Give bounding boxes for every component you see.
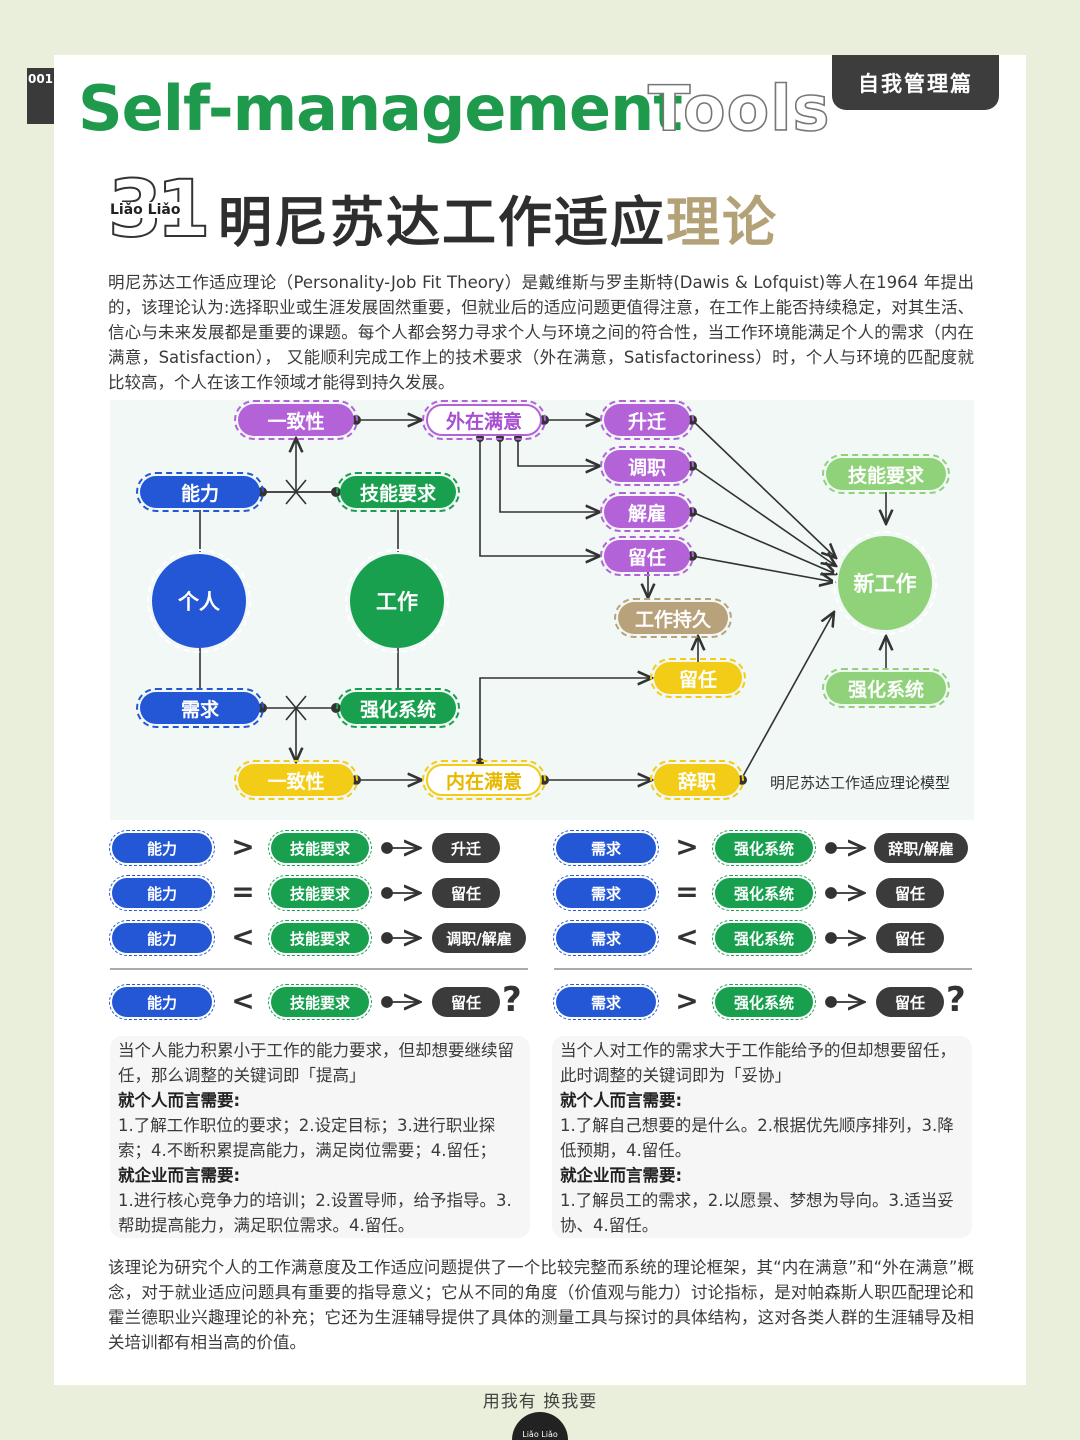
rule-left-2-a: 能力 bbox=[109, 875, 215, 911]
rule-right-1-b: 强化系统 bbox=[712, 830, 816, 866]
rule-right-1-a: 需求 bbox=[553, 830, 659, 866]
note-left-personal-head: 就个人而言需要: bbox=[118, 1091, 241, 1110]
rule-left-1-a: 能力 bbox=[109, 830, 215, 866]
rule-left-2-result: 留任 bbox=[432, 878, 500, 908]
intro-paragraph: 明尼苏达工作适应理论（Personality-Job Fit Theory）是戴… bbox=[108, 273, 974, 392]
note-right-company: 1.了解员工的需求，2.以愿景、梦想为导向。3.适当妥协、4.留任。 bbox=[560, 1191, 954, 1235]
rule-left-1-b: 技能要求 bbox=[268, 830, 372, 866]
heading-main: 明尼苏达工作适应 bbox=[218, 191, 666, 254]
rule-right-1-op: > bbox=[675, 830, 699, 863]
conclusion-paragraph: 该理论为研究个人的工作满意度及工作适应问题提供了一个比较完整而系统的理论框架，其… bbox=[108, 1258, 974, 1352]
diagram-caption: 明尼苏达工作适应理论模型 bbox=[770, 774, 951, 792]
question-right-result: 留任 bbox=[876, 987, 944, 1017]
question-right-b: 强化系统 bbox=[712, 984, 816, 1020]
ability-node: 能力 bbox=[136, 472, 264, 512]
category-tab[interactable]: 自我管理篇 bbox=[832, 55, 999, 110]
page-number: 001 bbox=[27, 68, 54, 124]
rule-right-2-a: 需求 bbox=[553, 875, 659, 911]
footer-slogan: 用我有 换我要 bbox=[482, 1392, 598, 1412]
new-skill-requirement-node: 技能要求 bbox=[822, 454, 950, 494]
question-left-op: < bbox=[231, 984, 255, 1017]
rule-left-2-op: = bbox=[231, 875, 255, 908]
rule-right-1-result: 辞职/解雇 bbox=[874, 833, 968, 863]
rule-left-1-op: > bbox=[231, 830, 255, 863]
internal-satisfaction-node: 内在满意 bbox=[422, 760, 546, 800]
rule-right-2-result: 留任 bbox=[876, 878, 944, 908]
heading-accent: 理论 bbox=[666, 191, 778, 254]
rule-left-2-b: 技能要求 bbox=[268, 875, 372, 911]
job-tenure-node: 工作持久 bbox=[614, 598, 732, 638]
title-main: Self-management bbox=[78, 72, 683, 145]
note-right-personal-head: 就个人而言需要: bbox=[560, 1091, 683, 1110]
reinforcement-system-node: 强化系统 bbox=[336, 688, 460, 728]
work-node: 工作 bbox=[345, 549, 449, 653]
rule-left-3-b: 技能要求 bbox=[268, 920, 372, 956]
need-node: 需求 bbox=[136, 688, 264, 728]
note-right: 当个人对工作的需求大于工作能给予的但却想要留任，此时调整的关键词即为「妥协」 就… bbox=[552, 1036, 972, 1238]
note-left: 当个人能力积累小于工作的能力要求，但却想要继续留任，那么调整的关键词即「提高」 … bbox=[110, 1036, 530, 1238]
divider-left bbox=[110, 968, 528, 970]
rule-left-3-result: 调职/解雇 bbox=[432, 923, 526, 953]
note-right-intro: 当个人对工作的需求大于工作能给予的但却想要留任，此时调整的关键词即为「妥协」 bbox=[560, 1041, 956, 1085]
promotion-node: 升迁 bbox=[600, 400, 694, 440]
question-left-a: 能力 bbox=[109, 984, 215, 1020]
skill-requirement-node: 技能要求 bbox=[336, 472, 460, 512]
note-left-intro: 当个人能力积累小于工作的能力要求，但却想要继续留任，那么调整的关键词即「提高」 bbox=[118, 1041, 514, 1085]
dismissal-node: 解雇 bbox=[600, 492, 694, 532]
brand-logo: Liǎo Liǎo bbox=[108, 202, 183, 218]
new-reinforcement-node: 强化系统 bbox=[822, 668, 950, 708]
question-left-b: 技能要求 bbox=[268, 984, 372, 1020]
question-right-a: 需求 bbox=[553, 984, 659, 1020]
rule-right-3-result: 留任 bbox=[876, 923, 944, 953]
divider-right bbox=[554, 968, 972, 970]
person-node: 个人 bbox=[147, 549, 251, 653]
retain-top-node: 留任 bbox=[600, 536, 694, 576]
note-right-personal: 1.了解自己想要的是什么。2.根据优先顺序排列，3.降低预期，4.留任。 bbox=[560, 1116, 954, 1160]
question-right-mark: ? bbox=[946, 980, 966, 1020]
rule-right-3-a: 需求 bbox=[553, 920, 659, 956]
note-left-personal: 1.了解工作职位的要求；2.设定目标；3.进行职业探索；4.不断积累提高能力，满… bbox=[118, 1116, 496, 1160]
rule-left-3-op: < bbox=[231, 920, 255, 953]
rule-right-2-b: 强化系统 bbox=[712, 875, 816, 911]
rule-left-1-result: 升迁 bbox=[432, 833, 500, 863]
question-left-mark: ? bbox=[502, 980, 522, 1020]
title-accent: Tools bbox=[647, 71, 831, 146]
question-left-result: 留任 bbox=[432, 987, 500, 1017]
transfer-node: 调职 bbox=[600, 446, 694, 486]
resign-node: 辞职 bbox=[650, 760, 744, 800]
question-right-op: > bbox=[675, 984, 699, 1017]
consistency-top-node: 一致性 bbox=[234, 400, 358, 440]
rule-right-3-op: < bbox=[675, 920, 699, 953]
page-heading: 明尼苏达工作适应理论 bbox=[218, 178, 778, 257]
consistency-bottom-node: 一致性 bbox=[234, 760, 358, 800]
note-left-company: 1.进行核心竞争力的培训；2.设置导师，给予指导。3.帮助提高能力，满足职位需求… bbox=[118, 1191, 512, 1235]
rule-left-3-a: 能力 bbox=[109, 920, 215, 956]
retain-bottom-node: 留任 bbox=[650, 658, 746, 698]
note-left-company-head: 就企业而言需要: bbox=[118, 1166, 241, 1185]
note-right-company-head: 就企业而言需要: bbox=[560, 1166, 683, 1185]
rule-right-2-op: = bbox=[675, 875, 699, 908]
rule-right-3-b: 强化系统 bbox=[712, 920, 816, 956]
new-job-node: 新工作 bbox=[833, 531, 937, 635]
external-satisfaction-node: 外在满意 bbox=[422, 400, 546, 440]
